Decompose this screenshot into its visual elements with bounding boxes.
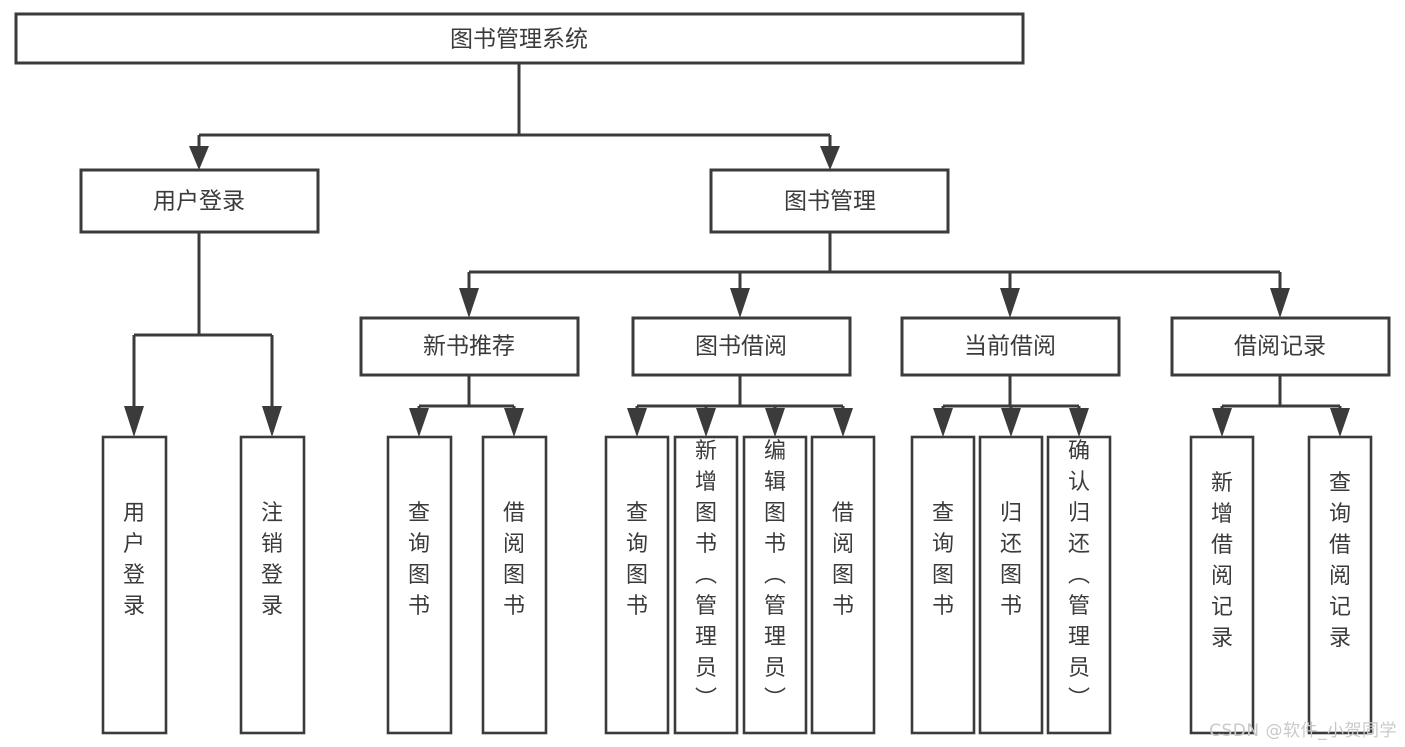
leaf-query-record-box[interactable] — [1307, 435, 1373, 735]
leaf-query-book-3-box[interactable] — [910, 435, 976, 735]
leaf-node[interactable]: 借阅图书 — [481, 435, 548, 735]
arrow-head-icon — [1212, 408, 1232, 437]
leaf-node[interactable]: 新增借阅记录 — [1189, 435, 1255, 735]
arrow-head-icon — [765, 408, 785, 437]
arrow-head-icon — [1000, 288, 1020, 318]
leaf-add-record-box[interactable] — [1189, 435, 1255, 735]
node-borrow-record-box[interactable] — [1170, 316, 1391, 377]
leaf-borrow-book-1-box[interactable] — [481, 435, 548, 735]
arrow-head-icon — [1330, 408, 1350, 437]
node-book-management-label: 图书管理 — [784, 189, 876, 215]
arrow-head-icon — [459, 288, 479, 318]
leaf-confirm-return-label: 确认归还︵管理员︶ — [1068, 439, 1090, 712]
leaf-borrow-book-2-box[interactable] — [810, 435, 876, 735]
leaf-node[interactable]: 新增图书︵管理员︶ — [673, 435, 739, 735]
node-user-login-label: 用户登录 — [153, 189, 245, 215]
arrow-head-icon — [124, 406, 144, 437]
node-book-management[interactable]: 图书管理 — [709, 168, 950, 234]
arrow-head-icon — [820, 146, 840, 170]
leaf-node[interactable]: 查询图书 — [386, 435, 453, 735]
leaf-edit-book-box[interactable] — [742, 435, 808, 735]
connectors-group — [124, 63, 1350, 437]
node-book-borrow-label: 图书借阅 — [695, 334, 787, 360]
leaf-edit-book-label: 编辑图书︵管理员︶ — [764, 439, 786, 712]
csdn-watermark: CSDN @软件_小贺同学 — [1209, 721, 1397, 741]
node-borrow-record-label: 借阅记录 — [1234, 334, 1326, 360]
node-root-box[interactable] — [14, 12, 1025, 65]
leaf-node[interactable]: 注销登录 — [239, 435, 306, 735]
arrow-head-icon — [1001, 408, 1021, 437]
arrow-head-icon — [409, 408, 429, 437]
node-new-book-recommend[interactable]: 新书推荐 — [359, 316, 580, 377]
arrow-head-icon — [504, 408, 524, 437]
leaf-query-record-label: 查询借阅记录 — [1329, 471, 1351, 651]
node-book-borrow-box[interactable] — [631, 316, 852, 377]
leaf-add-book-box[interactable] — [673, 435, 739, 735]
arrow-head-icon — [189, 146, 209, 170]
node-root-label: 图书管理系统 — [450, 27, 588, 53]
node-new-book-recommend-label: 新书推荐 — [423, 334, 515, 360]
arrow-head-icon — [627, 408, 647, 437]
node-new-book-recommend-box[interactable] — [359, 316, 580, 377]
leaf-query-book-2-label: 查询图书 — [626, 501, 648, 619]
leaf-node[interactable]: 借阅图书 — [810, 435, 876, 735]
leaf-add-record-label: 新增借阅记录 — [1211, 471, 1233, 651]
leaf-confirm-return-box[interactable] — [1046, 435, 1112, 735]
leaf-node[interactable]: 确认归还︵管理员︶ — [1046, 435, 1112, 735]
arrow-head-icon — [1270, 288, 1290, 318]
arrow-head-icon — [833, 408, 853, 437]
node-root[interactable]: 图书管理系统 — [14, 12, 1025, 65]
leaf-borrow-book-1-label: 借阅图书 — [503, 501, 525, 619]
node-borrow-record[interactable]: 借阅记录 — [1170, 316, 1391, 377]
leaf-logout-label: 注销登录 — [261, 501, 283, 619]
node-book-borrow[interactable]: 图书借阅 — [631, 316, 852, 377]
arrow-head-icon — [262, 406, 282, 437]
leaf-user-login-box[interactable] — [101, 435, 168, 735]
node-current-borrow-label: 当前借阅 — [964, 334, 1056, 360]
leaf-return-book-label: 归还图书 — [1000, 501, 1022, 619]
leaf-query-book-2-box[interactable] — [604, 435, 670, 735]
leaf-query-book-1-box[interactable] — [386, 435, 453, 735]
leaf-query-book-3-label: 查询图书 — [932, 501, 954, 619]
arrow-head-icon — [730, 288, 750, 318]
node-current-borrow[interactable]: 当前借阅 — [900, 316, 1121, 377]
leaf-node[interactable]: 编辑图书︵管理员︶ — [742, 435, 808, 735]
arrow-head-icon — [1069, 408, 1089, 437]
node-current-borrow-box[interactable] — [900, 316, 1121, 377]
leaf-borrow-book-2-label: 借阅图书 — [832, 501, 854, 619]
leaf-logout-box[interactable] — [239, 435, 306, 735]
leaf-return-book-box[interactable] — [978, 435, 1044, 735]
leaf-query-book-1-label: 查询图书 — [408, 501, 430, 619]
leaf-add-book-label: 新增图书︵管理员︶ — [695, 439, 717, 712]
arrow-head-icon — [696, 408, 716, 437]
node-user-login[interactable]: 用户登录 — [79, 168, 320, 234]
node-book-management-box[interactable] — [709, 168, 950, 234]
leaf-node[interactable]: 用户登录 — [101, 435, 168, 735]
arrow-head-icon — [933, 408, 953, 437]
node-user-login-box[interactable] — [79, 168, 320, 234]
leaf-node[interactable]: 查询图书 — [910, 435, 976, 735]
leaf-node[interactable]: 查询借阅记录 — [1307, 435, 1373, 735]
leaf-node[interactable]: 查询图书 — [604, 435, 670, 735]
leaf-node[interactable]: 归还图书 — [978, 435, 1044, 735]
leaf-user-login-label: 用户登录 — [123, 501, 145, 619]
